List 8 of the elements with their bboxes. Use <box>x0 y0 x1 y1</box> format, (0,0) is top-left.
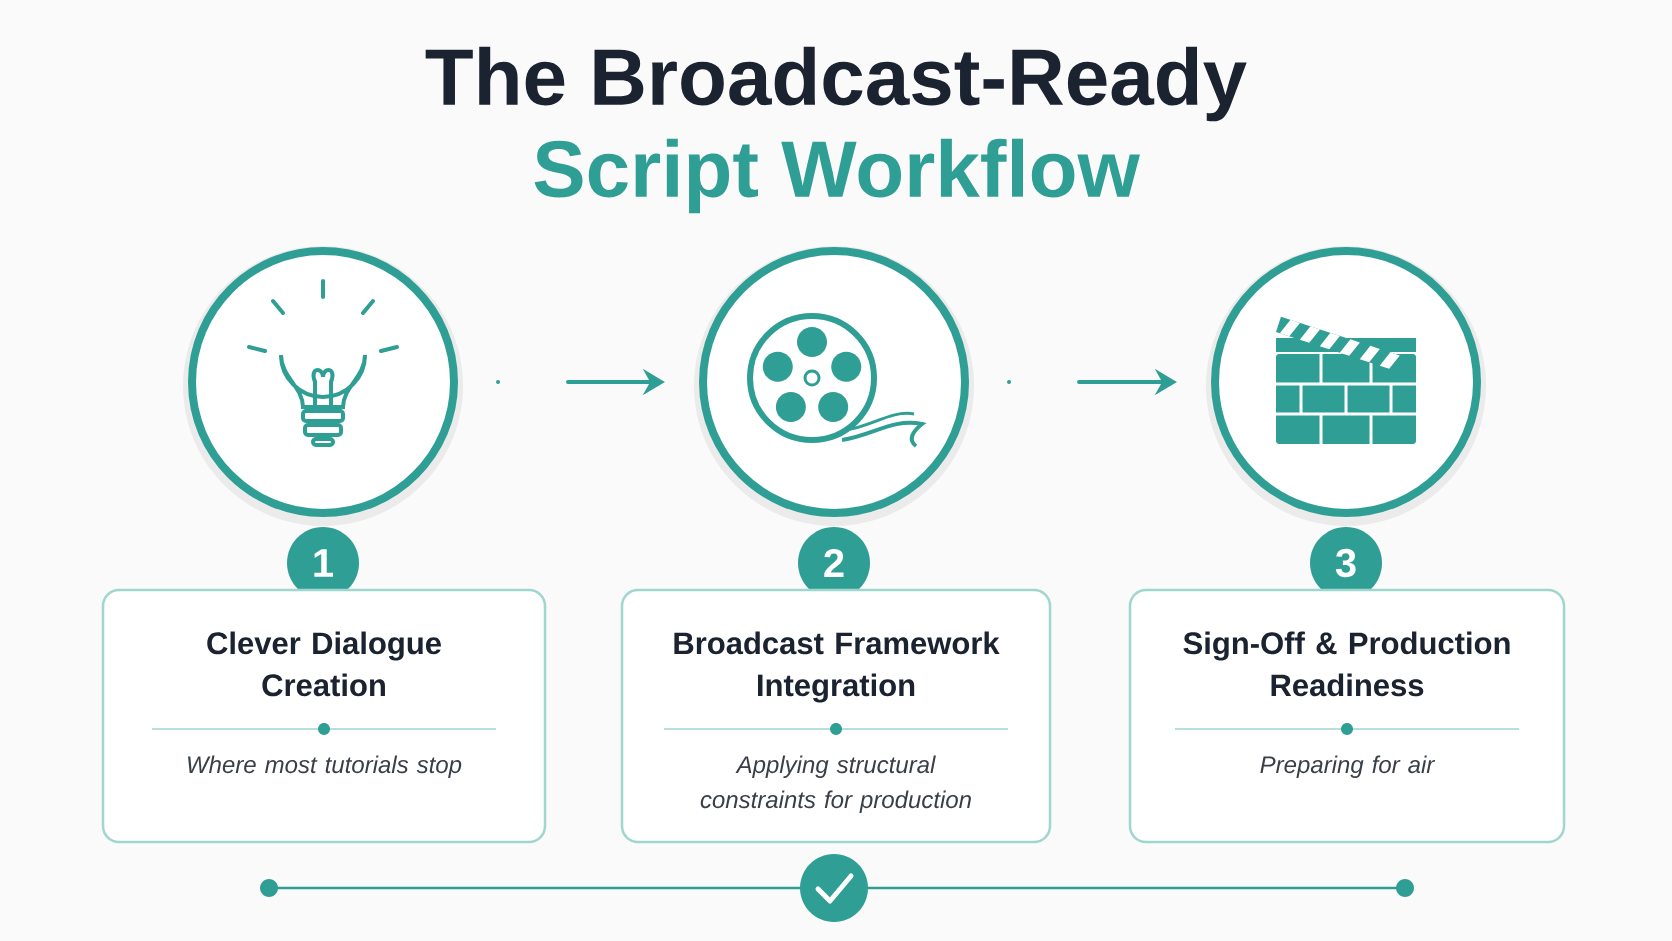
icon-ring <box>694 246 974 526</box>
icon-ring <box>1206 246 1486 526</box>
step-card: Broadcast Framework Integration Applying structural constraints for production <box>620 588 1052 844</box>
step-card: Sign-Off & Production Readiness Preparing for air <box>1128 588 1566 844</box>
title: The Broadcast-Ready <box>425 46 1247 122</box>
subtitle: Script Workflow <box>534 138 1140 214</box>
step-card: Clever Dialogue Creation Where most tutorials stop <box>101 588 547 844</box>
icon-ring <box>183 246 463 526</box>
